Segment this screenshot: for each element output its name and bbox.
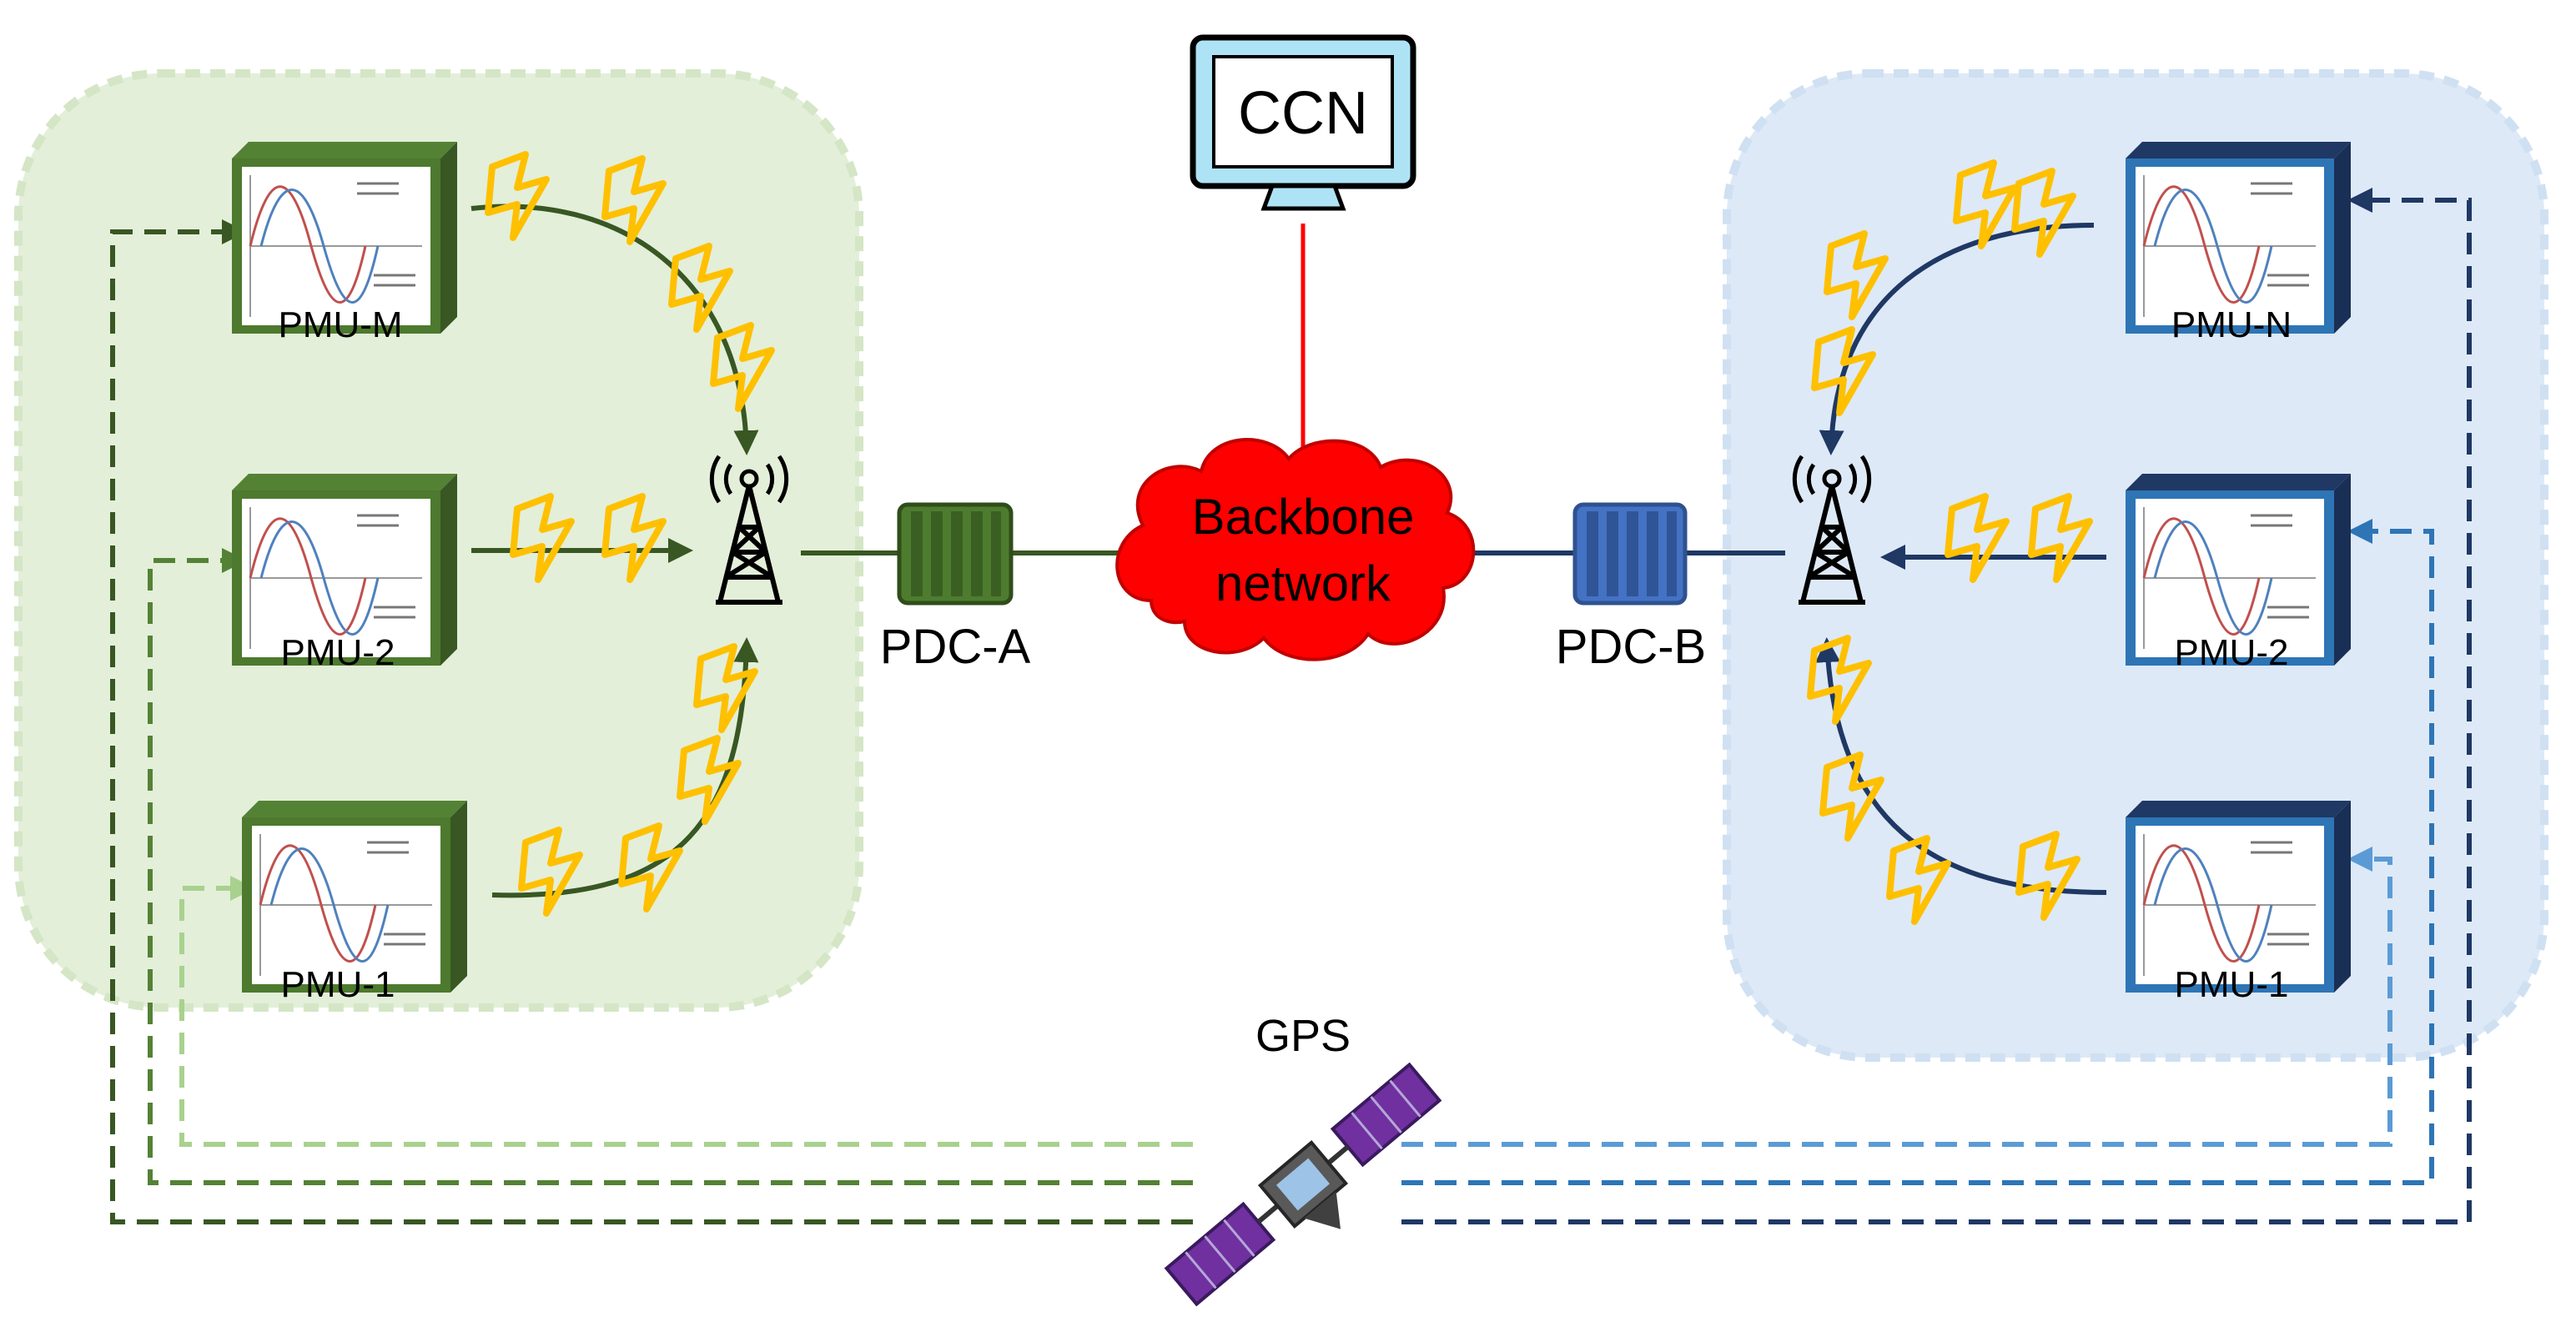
wireless-link-pmu-1-left: [491, 637, 759, 898]
backbone-label-line2: network: [1215, 555, 1391, 611]
pdc-server-icon: [897, 502, 1014, 606]
ccn-monitor-icon: [1190, 34, 1416, 211]
backbone-label-line1: Backbone: [1192, 489, 1415, 545]
gps-link-pmu-1-left: [179, 876, 1193, 1147]
gps-link-pmu-2-left: [148, 548, 1193, 1185]
pdc-a-label: PDC-A: [880, 620, 1031, 674]
pmu-label-left-m: PMU-M: [278, 304, 402, 345]
pmu-label-right-1: PMU-1: [2175, 964, 2289, 1005]
ccn-label: CCN: [1238, 80, 1368, 147]
pmu-label-right-2: PMU-2: [2175, 632, 2289, 673]
gps-label: GPS: [1255, 1011, 1351, 1061]
gps-link-pmu-n: [1401, 188, 2472, 1224]
wireless-link-pmu-n: [1819, 223, 2095, 455]
backbone-cloud-icon: [1115, 438, 1476, 661]
pmu-label-left-2: PMU-2: [281, 632, 395, 673]
gps-link-pmu-2-right: [1401, 519, 2434, 1185]
pdc-server-icon: [1572, 502, 1688, 606]
pmu-label-right-n: PMU-N: [2171, 304, 2292, 345]
gps-links-right: [1401, 188, 2472, 1224]
pmu-label-left-1: PMU-1: [281, 964, 395, 1005]
gps-links-left: [110, 219, 1193, 1224]
pdc-b-label: PDC-B: [1556, 620, 1706, 674]
gps-link-pmu-m: [110, 219, 1193, 1224]
gps-satellite-icon: [1164, 1062, 1442, 1307]
